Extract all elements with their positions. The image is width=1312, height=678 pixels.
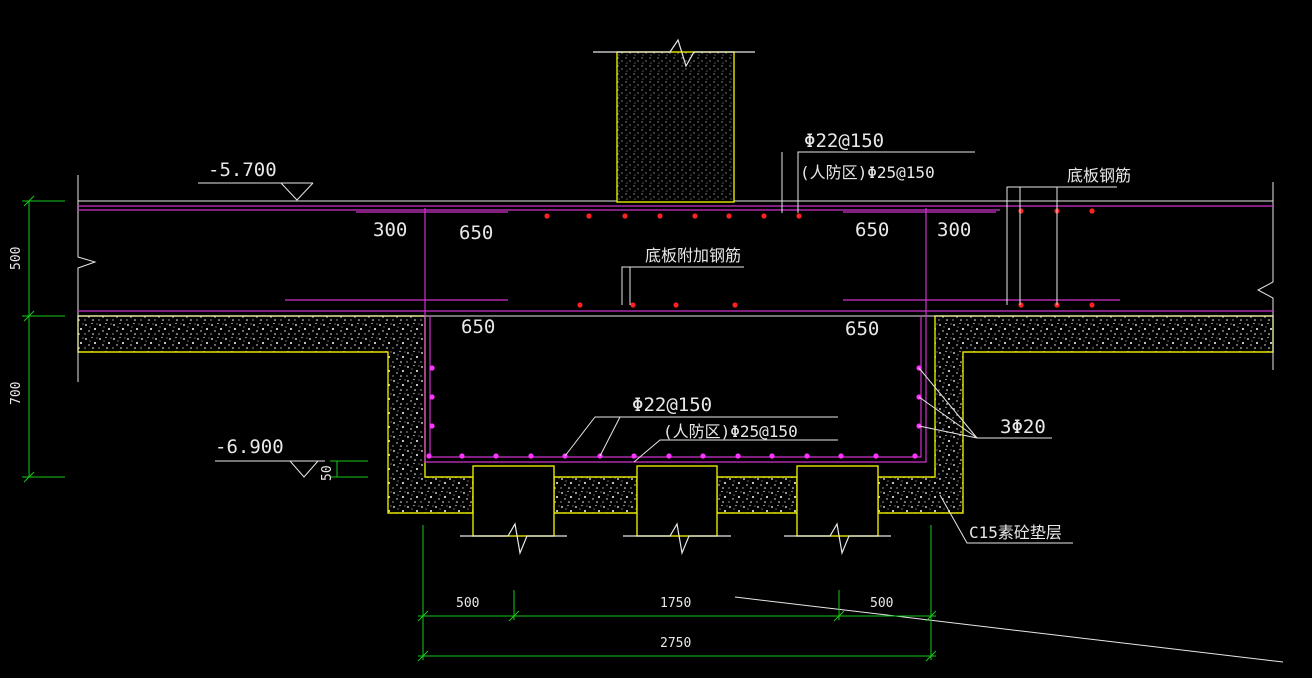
column-break-line bbox=[593, 38, 755, 68]
dimension-lines bbox=[22, 195, 937, 662]
dim-total-width: 2750 bbox=[660, 636, 691, 651]
pile-right bbox=[784, 465, 891, 556]
dim-middle-segment: 1750 bbox=[660, 596, 691, 611]
rebar-length-bottom-right: 650 bbox=[845, 318, 879, 340]
column bbox=[616, 51, 735, 203]
rebar-lines bbox=[78, 205, 1273, 463]
rebar-length-top-right-outer: 300 bbox=[937, 219, 971, 241]
rebar-length-bottom-left: 650 bbox=[461, 316, 495, 338]
cushion-label: C15素砼垫层 bbox=[969, 523, 1062, 542]
top-rebar-main-label: Φ22@150 bbox=[804, 130, 884, 152]
dim-pit-depth: 700 bbox=[9, 382, 24, 405]
elevation-top-symbol bbox=[198, 182, 314, 201]
top-rebar-dots bbox=[544, 208, 1095, 308]
slab-additional-rebar-label: 底板附加钢筋 bbox=[645, 246, 741, 265]
pit-rebar-main-label: Φ22@150 bbox=[632, 394, 712, 416]
right-break-line bbox=[1256, 182, 1274, 370]
pit-rebar-civil-defense-label: (人防区)Φ25@150 bbox=[663, 422, 798, 441]
leader-lines bbox=[564, 151, 1284, 663]
elevation-top-label: -5.700 bbox=[208, 159, 277, 181]
dim-right-segment: 500 bbox=[870, 596, 893, 611]
rebar-length-top-right-inner: 650 bbox=[855, 219, 889, 241]
slab-rebar-label: 底板钢筋 bbox=[1067, 166, 1131, 185]
top-rebar-civil-defense-label: (人防区)Φ25@150 bbox=[800, 163, 935, 182]
dim-cushion-offset: 50 bbox=[320, 465, 335, 481]
elevation-pit-symbol bbox=[215, 460, 325, 478]
elevation-pit-label: -6.900 bbox=[215, 436, 284, 458]
pile-left bbox=[460, 465, 567, 556]
dim-slab-thickness: 500 bbox=[9, 247, 24, 270]
rebar-length-top-left-inner: 650 bbox=[459, 222, 493, 244]
left-break-line bbox=[77, 175, 97, 382]
corner-bars-label: 3Φ20 bbox=[1000, 416, 1046, 438]
pile-middle bbox=[623, 465, 731, 556]
rebar-length-top-left-outer: 300 bbox=[373, 219, 407, 241]
dim-left-segment: 500 bbox=[456, 596, 479, 611]
